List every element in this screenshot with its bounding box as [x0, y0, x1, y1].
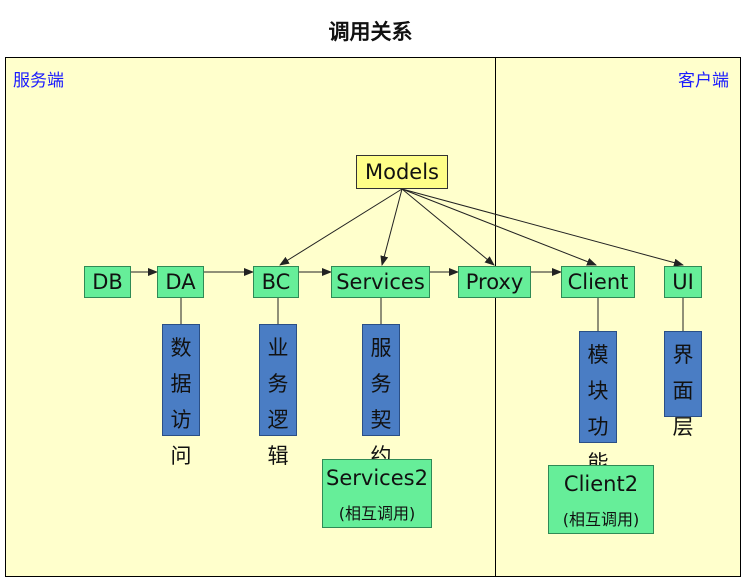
node-da: DA: [157, 266, 204, 298]
desc-box-client: [579, 331, 617, 443]
char: 层: [672, 415, 694, 439]
char: 逻: [267, 408, 289, 432]
client-side-label: 客户端: [678, 71, 729, 91]
arrow-models-bc: [279, 188, 403, 266]
desc-box-da: [162, 324, 200, 436]
models-node: Models: [356, 155, 448, 189]
arrow-models-client: [401, 188, 597, 266]
arrow-models-ui: [401, 188, 684, 267]
desc-text-ui: 界 面 层: [663, 337, 703, 445]
client2-node: Client2 (相互调用): [548, 465, 654, 534]
diagram-title: 调用关系: [328, 20, 413, 44]
desc-text-client: 模 块 功 能: [578, 337, 618, 481]
client2-note: (相互调用): [562, 510, 640, 529]
node-db: DB: [84, 266, 131, 298]
desc-box-bc: [259, 324, 297, 436]
arrow-models-proxy: [401, 188, 495, 266]
node-ui: UI: [664, 266, 702, 298]
node-bc: BC: [253, 266, 299, 298]
char: 数: [170, 336, 192, 360]
desc-text-services: 服 务 契 约: [361, 330, 401, 474]
desc-box-services: [362, 324, 400, 436]
services2-label: Services2: [326, 466, 428, 490]
char: 服: [370, 336, 392, 360]
char: 务: [267, 372, 289, 396]
char: 务: [370, 372, 392, 396]
char: 功: [587, 415, 609, 439]
char: 块: [587, 379, 609, 403]
desc-text-da: 数 据 访 问: [161, 330, 201, 474]
char: 问: [170, 444, 192, 468]
char: 模: [587, 343, 609, 367]
node-proxy: Proxy: [458, 266, 531, 298]
char: 辑: [267, 444, 289, 468]
connector-lines: [131, 188, 684, 331]
char: 业: [267, 336, 289, 360]
char: 面: [672, 379, 694, 403]
char: 据: [170, 372, 192, 396]
char: 访: [170, 408, 192, 432]
desc-box-ui: [664, 331, 702, 417]
char: 界: [672, 343, 694, 367]
node-services: Services: [331, 266, 430, 298]
arrow-models-services: [380, 188, 403, 266]
desc-text-bc: 业 务 逻 辑: [258, 330, 298, 474]
server-side-label: 服务端: [13, 71, 64, 91]
node-client: Client: [561, 266, 635, 298]
client2-label: Client2: [563, 472, 639, 496]
char: 契: [370, 408, 392, 432]
services2-node: Services2 (相互调用): [322, 459, 432, 528]
services2-note: (相互调用): [338, 504, 416, 523]
